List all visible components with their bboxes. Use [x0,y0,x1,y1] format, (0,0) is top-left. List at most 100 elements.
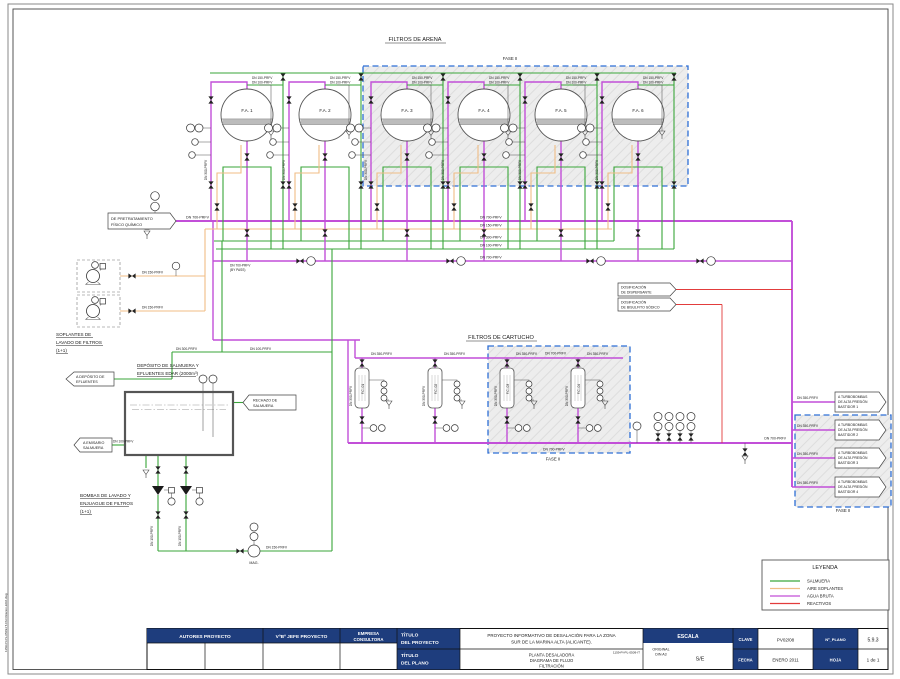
banner-bastidor3-line3: BASTIDOR 3 [838,461,858,465]
tb-plano-line3: FILTRACIÓN [539,664,564,669]
title-block: AUTORES PROYECTO VºBº JEFE PROYECTO EMPR… [146,628,889,670]
cartridge-filter-unit-1 [355,358,392,443]
banner-bastidor-4: A TURBOBOMBAS DE ALTA PRESIÓN BASTIDOR 4 [834,476,887,498]
pipe-label: DN 150-PRFV [489,76,510,80]
fc4-tag: F.C.-04 [577,384,581,394]
pipe-label: DN 350-PRFV [797,396,819,400]
banner-efluentes: A DEPÓSITO DE EFLUENTES [65,371,115,387]
banner-pretratamiento-line2: FÍSICO QUÍMICO [111,222,142,227]
pipe-label: DN 700-PRFV [764,437,786,441]
pipe-label: DN 700-PRFV [543,448,565,452]
sand-filter-labels: F.A. 1 F.A. 2 F.A. 3 F.A. 4 F.A. 5 F.A. … [204,76,664,180]
drawing-filename: 1159-PI-PL-0509-IT-03-Filtracion-ED2.dwg [4,593,8,652]
bombas-line2: ENJUAGUE DE FILTROS [80,501,133,506]
arena-title: FILTROS DE ARENA [388,37,441,43]
banner-bastidor-1: A TURBOBOMBAS DE ALTA PRESIÓN BASTIDOR 1 [834,391,887,413]
pipe-label: DN 350-PRFV [444,352,466,356]
pipe-label: DN 150-PRFV [330,76,351,80]
banner-bastidor2-line1: A TURBOBOMBAS [838,423,868,427]
pipe-label: DN 100-PRFV [480,243,502,247]
fa5-tag: F.A. 5 [555,108,567,113]
wash-pump-1 [151,485,176,506]
bombas-line1: BOMBAS DE LAVADO Y [80,493,131,498]
banner-bisulfito: DOSIFICACIÓN DE BISULFITO SÓDICO [617,297,677,312]
pipe-label: DN 700-PRFV [186,215,210,219]
bombas-label: BOMBAS DE LAVADO Y ENJUAGUE DE FILTROS (… [80,493,133,515]
pipe-label: DN 350-PRFV [422,385,426,406]
pipe-label: DN 700-PRFV [230,264,251,268]
cartridge-filter-unit-2 [428,358,465,443]
tb-plano-line1: PLANTA DESALADORA [529,653,575,658]
banner-dispersante-line1: DOSIFICACIÓN [621,284,647,289]
tb-clave-label: CLAVE [739,637,753,642]
pipe-label: DN 350-PRFV [516,352,538,356]
banner-pretratamiento-line1: DE PRETRATAMIENTO [111,216,153,221]
banner-pretratamiento: DE PRETRATAMIENTO FÍSICO QUÍMICO [107,212,177,230]
pipe-label: DN 350-PRFV [349,385,353,406]
pipe-label: DN 300-PRFV [518,159,522,180]
banner-bastidor1-line2: DE ALTA PRESIÓN [838,399,868,404]
fase2-label-cartucho: FASE II [546,457,561,462]
banner-efluentes-line1: A DEPÓSITO DE [76,374,105,379]
tb-fecha-label: FECHA [738,658,752,663]
tb-proyecto-line1: PROYECTO INFORMATIVO DE DESALACIÓN PARA … [487,632,615,638]
banner-bastidor4-line2: DE ALTA PRESIÓN [838,484,868,489]
tb-escala-value: S/E [696,657,705,663]
banner-bastidor4-line1: A TURBOBOMBAS [838,480,868,484]
wash-pump-2 [179,485,204,506]
pipe-label: DN 300-PRFV [441,159,445,180]
tb-proyecto-line2: SUR DE LA MARINA ALTA (ALICANTE). [511,640,592,645]
tb-titulo-proyecto-line1: TÍTULO [401,631,419,639]
pipe-label: DN 100-PRFV [113,440,134,444]
flowmeter-label: MAG. [249,561,258,565]
pipe-label: DN 150-PRFV [252,76,273,80]
pipe-label: DN 150-PRFV [643,76,664,80]
air-pipes [120,228,612,312]
pipe-label: DN 100-PRFV [566,81,587,85]
pipe-label: DN 350-PRFV [797,424,819,428]
banner-dispersante-line2: DE DISPERSANTE [621,290,652,294]
banner-bisulfito-line2: DE BISULFITO SÓDICO [621,304,660,309]
pipe-label: DN 100-PRFV [252,81,273,85]
header-fittings [143,191,749,465]
pipe-label: DN 150-PRFV [412,76,433,80]
tb-hoja-label: HOJA [830,658,842,663]
pipe-label: DN 150-PRFV [150,525,154,546]
pipe-label: DN 150-PRFV [480,223,502,227]
legend: LEYENDA SALMUERA AIRE SOPLANTES AGUA BRU… [761,559,890,611]
fa1-tag: F.A. 1 [241,108,253,113]
banner-emisario: A EMISARIO SALMUERA [73,437,113,453]
tb-clave-value: PV02/08 [777,638,795,643]
tb-titulo-proyecto-line2: DEL PROYECTO [401,640,439,646]
tb-titulo-plano-line2: DEL PLANO [401,661,429,667]
bombas-line3: (1+1) [80,509,91,514]
fase2-label-bastidores: FASE II [836,508,851,513]
pipe-label: DN 350-PRFV [797,481,819,485]
fa2-tag: F.A. 2 [319,108,331,113]
deposito-label: DEPÓSITO DE SALMUERA Y EFLUENTES EDAR (2… [137,362,199,377]
pipe-label: DN 150-PRFV [178,525,182,546]
pipe-label: DN 350-PRFV [565,385,569,406]
pipe-label: DN 100-PRFV [489,81,510,85]
blower-unit-1 [76,259,121,293]
tb-fecha-value: ENERO 2011 [772,658,799,663]
tb-empresa-line1: EMPRESA [358,631,379,636]
pipe-label: DN 300-PRFV [176,347,198,351]
pipe-label: DN 300-PRFV [364,159,368,180]
pipe-label: DN 350-PRFV [494,385,498,406]
deposito-line2: EFLUENTES EDAR (2000m³) [137,371,198,376]
fc2-tag: F.C.-02 [434,384,438,394]
banner-bastidor2-line3: BASTIDOR 2 [838,433,858,437]
banner-bastidor3-line2: DE ALTA PRESIÓN [838,455,868,460]
banner-rechazo-line1: RECHAZO DE [253,398,278,402]
blower-line-fittings [128,261,181,314]
deposito-line1: DEPÓSITO DE SALMUERA Y [137,362,199,368]
tb-autores: AUTORES PROYECTO [179,634,231,640]
tb-plano-line2: DIAGRAMA DE FLUJO [530,658,574,663]
soplantes-label: SOPLANTES DE LAVADO DE FILTROS (1+1) [56,332,103,354]
banner-bisulfito-line1: DOSIFICACIÓN [621,299,647,304]
soplantes-line2: LAVADO DE FILTROS [56,340,102,345]
sand-filter-unit-2 [265,73,364,261]
pipe-label: DN 300-PRFV [282,159,286,180]
pump-fittings [155,466,261,558]
